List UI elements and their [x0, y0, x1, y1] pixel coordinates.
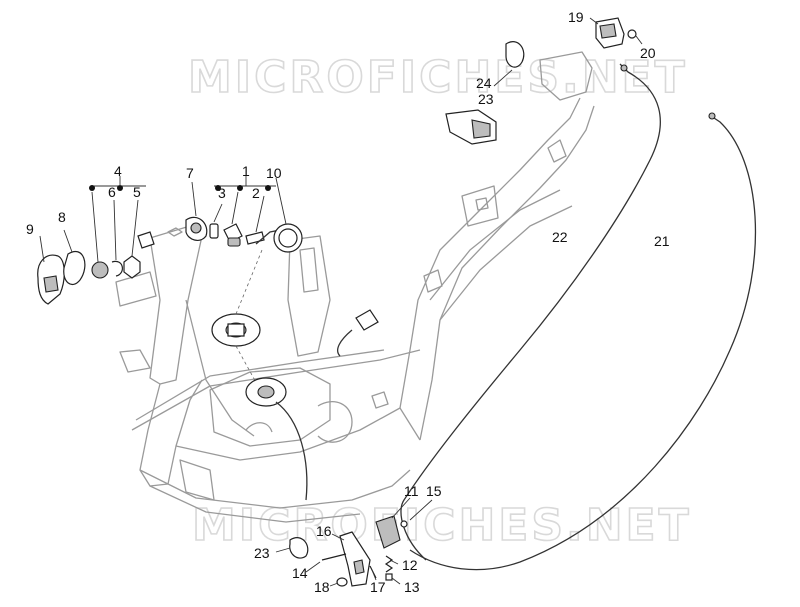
callout-3: 3	[218, 185, 226, 201]
dot-1c	[265, 185, 271, 191]
part-ignition-housing	[37, 235, 65, 305]
part-trim-ring	[63, 229, 86, 285]
callout-8: 8	[58, 209, 66, 225]
part-steering-lock	[137, 231, 155, 249]
part-frame-connector	[337, 309, 379, 357]
cable-22	[400, 63, 661, 561]
part-long-bolt	[305, 553, 347, 573]
part-pin	[209, 203, 223, 239]
callout-4: 4	[114, 163, 122, 179]
part-ball-end	[400, 499, 433, 528]
callout-19: 19	[568, 9, 584, 25]
watermark: MICROFICHES.NET MICROFICHES.NET	[187, 51, 692, 552]
part-screw	[627, 29, 643, 45]
callout-11: 11	[404, 483, 419, 499]
callout-13: 13	[404, 579, 420, 595]
cable-21-end	[708, 112, 716, 120]
callout-6: 6	[108, 184, 116, 200]
part-cable-clamp-bottom	[275, 537, 309, 559]
part-cable-clamp-top	[493, 41, 525, 87]
callout-9: 9	[26, 221, 34, 237]
steering-head-tube	[149, 225, 203, 385]
watermark-top: MICROFICHES.NET	[188, 52, 688, 103]
callout-21: 21	[654, 233, 670, 249]
filler-housing	[317, 401, 353, 443]
down-tube-left	[139, 379, 203, 487]
callout-18: 18	[314, 579, 330, 595]
headset-bracket	[119, 349, 151, 373]
callout-15: 15	[426, 483, 442, 499]
part-lower-bracket	[331, 531, 371, 587]
part-lock-cylinder	[223, 191, 243, 247]
callout-10: 10	[266, 165, 282, 181]
mid-tab	[423, 269, 443, 293]
floor-rail-lower	[139, 469, 411, 509]
cable-22-end	[620, 64, 628, 72]
callout-14: 14	[292, 565, 308, 581]
part-spring	[384, 555, 399, 573]
part-bushing	[91, 191, 109, 279]
dot-1a	[215, 185, 221, 191]
callout-17: 17	[370, 579, 386, 595]
callout-23-bottom: 23	[254, 545, 270, 561]
main-tube-rear-2	[419, 105, 595, 441]
callout-12: 12	[402, 557, 418, 573]
cable-21	[409, 117, 757, 571]
drain-tube	[245, 422, 273, 433]
callout-1: 1	[242, 163, 250, 179]
part-filler-neck	[245, 377, 308, 501]
seat-bracket-hole	[475, 197, 489, 211]
part-seat-latch	[589, 17, 625, 49]
seat-bracket	[461, 185, 499, 227]
rear-tab	[547, 139, 567, 163]
dot-1b	[237, 185, 243, 191]
fuel-tank-area	[209, 367, 331, 447]
callout-23-top: 23	[478, 91, 494, 107]
lower-plate	[179, 459, 215, 501]
steering-head-top	[167, 227, 183, 237]
callout-22: 22	[552, 229, 568, 245]
callout-labels: 4 6 5 8 9 7 1 3 2 10 19 20 24 23 22 21 1…	[26, 9, 670, 595]
part-seat-opener	[445, 109, 497, 145]
scooter-frame	[115, 51, 595, 523]
part-lock-body	[185, 181, 208, 241]
part-actuator	[375, 497, 411, 549]
callout-16: 16	[316, 523, 332, 539]
part-washer	[329, 577, 348, 587]
parts	[37, 17, 757, 587]
main-tube-join	[399, 407, 421, 441]
part-clip	[111, 199, 123, 277]
floor-rail-upper	[175, 407, 401, 461]
rear-bolt	[371, 391, 389, 409]
callout-5: 5	[133, 184, 141, 200]
upper-rail	[429, 189, 561, 301]
callout-20: 20	[640, 45, 656, 61]
callout-7: 7	[186, 165, 194, 181]
part-fuel-cap-ring	[273, 177, 303, 253]
head-gusset	[115, 271, 157, 307]
down-tube-right	[185, 299, 255, 437]
dot-4a	[89, 185, 95, 191]
callout-2: 2	[252, 185, 260, 201]
rear-top-bracket	[539, 51, 593, 101]
part-small-screw	[369, 565, 377, 581]
group-markers	[89, 176, 276, 191]
floor-rail-lower-2	[149, 485, 361, 523]
cross-member-2	[135, 349, 385, 421]
central-bracket-inner	[299, 247, 319, 293]
central-bracket	[287, 235, 331, 357]
upper-rail-2	[439, 205, 573, 321]
watermark-bottom: MICROFICHES.NET	[192, 500, 692, 551]
callout-24: 24	[476, 75, 492, 91]
cross-member	[131, 349, 421, 431]
part-small-nut	[385, 573, 401, 585]
part-fuel-cap	[211, 249, 263, 387]
part-nut	[123, 199, 141, 279]
dot-4b	[117, 185, 123, 191]
